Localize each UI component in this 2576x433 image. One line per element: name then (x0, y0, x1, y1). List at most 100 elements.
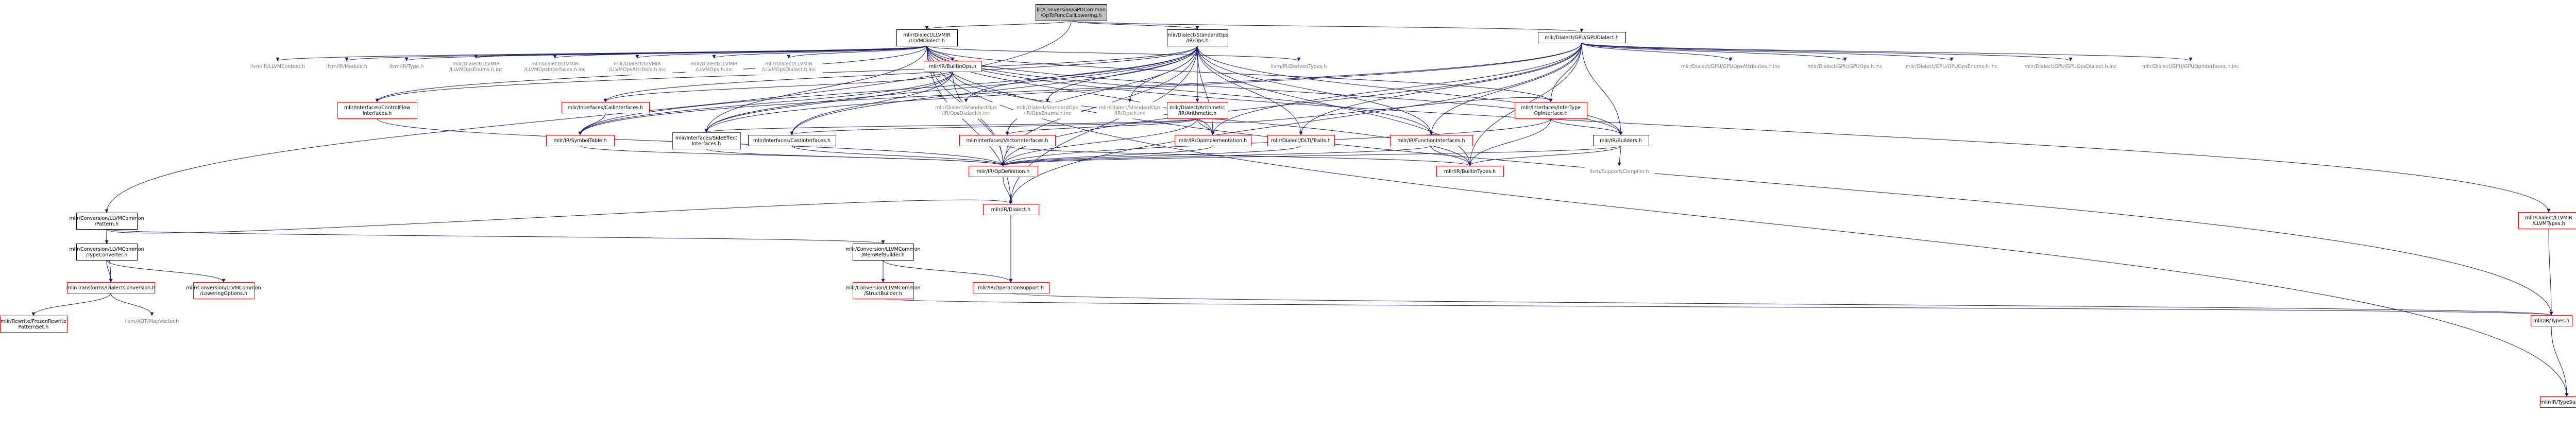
edge-stdops-to-symboltable (578, 45, 1198, 135)
node-typesupport[interactable]: mlir/IR/TypeSupport.h (2540, 396, 2576, 408)
edge-sideeffect-to-opdefinition (706, 148, 1005, 166)
node-box (1674, 61, 1787, 72)
edge-irtypes-to-typesupport (2551, 325, 2569, 397)
edge-stdops-to-sideeffect (704, 45, 1198, 133)
node-irtypes[interactable]: mlir/IR/Types.h (2531, 315, 2572, 326)
node-label-line: mlir/Dialect/GPU/GPUOpsEnums.h.inc (1906, 64, 1997, 70)
node-label-line: mlir/IR/Types.h (2533, 318, 2569, 324)
node-structbuilder[interactable]: mlir/Conversion/LLVMCommon/StructBuilder… (845, 282, 921, 299)
node-label-line: mlir/Dialect/LLVMIR (614, 61, 661, 67)
node-box (853, 282, 914, 299)
node-irdialect[interactable]: mlir/IR/Dialect.h (983, 204, 1039, 215)
edge-llvmdialect-to-sideeffect (704, 45, 927, 133)
node-label-line: mlir/Interfaces/ControlFlow (344, 105, 411, 111)
node-funcimpl[interactable]: mlir/IR/FunctionInterfaces.h (1390, 135, 1473, 146)
node-box (2531, 315, 2572, 326)
node-label-line: mlir/IR/SymbolTable.h (553, 138, 606, 144)
edge-stdops-to-stdopsenums (1045, 45, 1198, 102)
node-mapvector: llvm/ADT/MapVector.h (122, 316, 183, 327)
node-loweringoptions[interactable]: mlir/Conversion/LLVMCommon/LoweringOptio… (186, 282, 261, 299)
node-label-line: /LLVMOpsDialect.h.inc (761, 67, 816, 73)
node-label-line: /LLVMOpsInterfaces.h.inc (524, 67, 585, 73)
node-label-line: /TypeConverter.h (86, 252, 128, 258)
node-label-line: mlir/Conversion/LLVMCommon (845, 247, 920, 252)
node-box (1538, 32, 1626, 43)
edge-gpudialect-to-irdialect (1009, 42, 1582, 204)
node-builtintypes[interactable]: mlir/IR/BuiltinTypes.h (1436, 166, 1504, 177)
edge-gpudialect-to-sideeffect (704, 42, 1582, 133)
node-box (959, 135, 1056, 146)
node-label-line: mlir/IR/Builders.h (1600, 138, 1642, 144)
node-vectorinterfaces[interactable]: mlir/Interfaces/VectorInterfaces.h (959, 135, 1056, 146)
node-stdops[interactable]: mlir/Dialect/StandardOps/IR/Ops.h (1166, 29, 1228, 46)
node-callinterfaces[interactable]: mlir/Interfaces/CallInterfaces.h (562, 102, 650, 113)
node-box (76, 213, 138, 230)
node-builtinops[interactable]: mlir/IR/BuiltinOps.h (924, 61, 982, 72)
edge-builders-to-builtintypes (1468, 145, 1621, 166)
node-dltitraits[interactable]: mlir/Dialect/DLTI/Traits.h (1267, 135, 1335, 146)
edge-opimpl-to-opdefinition (1001, 145, 1213, 166)
node-stdopsdialect: mlir/Dialect/StandardOps/IR/OpsDialect.h… (933, 102, 1000, 119)
edge-funcimpl-to-opdefinition (1001, 145, 1432, 166)
node-opimpl[interactable]: mlir/IR/OpImplementation.h (1175, 135, 1251, 146)
node-label-line: /LLVMDialect.h (909, 38, 945, 44)
edge-arith-to-sideeffect (704, 118, 1198, 133)
node-llvmtypes[interactable]: mlir/Dialect/LLVMIR/LLVMTypes.h (2518, 212, 2576, 229)
node-gpudialect[interactable]: mlir/Dialect/GPU/GPUDialect.h (1538, 32, 1626, 43)
node-box (1267, 61, 1331, 72)
node-arith[interactable]: mlir/Dialect/Arithmetic/IR/Arithmetic.h (1167, 102, 1228, 119)
node-builders[interactable]: mlir/IR/Builders.h (1593, 135, 1649, 146)
node-box (2137, 61, 2245, 72)
node-label-line: mlir/Interfaces/CastInterfaces.h (753, 138, 831, 144)
node-box (122, 316, 183, 327)
node-box (924, 61, 982, 72)
node-box (562, 102, 650, 113)
node-box (672, 132, 741, 149)
node-dialectconversion[interactable]: mlir/Transforms/DialectConversion.h (66, 282, 156, 293)
node-llvmdialect[interactable]: mlir/Dialect/LLVMIR/LLVMDialect.h (896, 29, 958, 46)
node-label-line: /LoweringOptions.h (200, 291, 247, 297)
node-memrefbuilder[interactable]: mlir/Conversion/LLVMCommon/MemRefBuilder… (845, 244, 921, 261)
edge-builtinops-to-castinterfaces (790, 71, 953, 135)
node-label-line: mlir/Conversion/LLVMCommon (186, 285, 261, 291)
node-opsupport[interactable]: mlir/IR/OperationSupport.h (973, 282, 1049, 293)
node-pattern[interactable]: mlir/Conversion/LLVMCommon/Pattern.h (69, 213, 144, 230)
node-label-line: mlir/Dialect/StandardOps (1166, 32, 1228, 38)
node-root[interactable]: lib/Conversion/GPUCommon/OpToFuncCallLow… (1036, 4, 1107, 21)
node-box (1267, 135, 1335, 146)
node-label-line: mlir/Dialect/GPU/GPUOps.h.inc (1807, 64, 1883, 70)
edge-arith-to-castinterfaces (790, 118, 1198, 135)
node-box (748, 135, 836, 146)
edge-builders-to-compiler (1617, 145, 1621, 166)
node-label-line: /IR/Arithmetic.h (1178, 111, 1216, 116)
edge-gpudialect-to-builders (1581, 42, 1623, 135)
node-label-line: /StructBuilder.h (864, 291, 902, 297)
node-symboltable[interactable]: mlir/IR/SymbolTable.h (546, 135, 615, 146)
node-label-line: /OpToFuncCallLowering.h (1041, 13, 1102, 19)
edge-arith-to-opimpl (1197, 118, 1215, 135)
node-typeconverter[interactable]: mlir/Conversion/LLVMCommon/TypeConverter… (69, 244, 144, 261)
node-llvmmodule: llvm/IR/Module.h (323, 61, 371, 72)
node-label-line: /IR/OpsEnums.h.inc (1024, 111, 1071, 116)
node-opdefinition[interactable]: mlir/IR/OpDefinition.h (969, 166, 1038, 177)
node-box (896, 29, 958, 46)
node-label-line: mlir/Dialect/GPU/GPUOpInterfaces.h.inc (2142, 64, 2239, 70)
node-box (2020, 61, 2122, 72)
edge-pattern-to-irdialect (106, 199, 1013, 234)
node-label-line: mlir/IR/Dialect.h (991, 207, 1031, 213)
node-derivedtypes: llvm/IR/DerivedTypes.h (1267, 61, 1331, 72)
node-box (853, 244, 914, 261)
node-llvmopsenums: mlir/Dialect/LLVMIR/LLVMOpsEnums.h.inc (446, 58, 507, 75)
edge-opdefinition-to-irdialect (1003, 176, 1013, 204)
node-castinterfaces[interactable]: mlir/Interfaces/CastInterfaces.h (748, 135, 836, 146)
node-label-line: mlir/Dialect/LLVMIR (2525, 215, 2572, 221)
edge-gpudialect-to-gpuinterfaces (1581, 42, 2193, 61)
edge-gpudialect-to-infertype (1549, 42, 1582, 102)
node-label-line: mlir/IR/FunctionInterfaces.h (1397, 138, 1465, 144)
edge-llvmtypes-to-irtypes (2548, 228, 2553, 316)
